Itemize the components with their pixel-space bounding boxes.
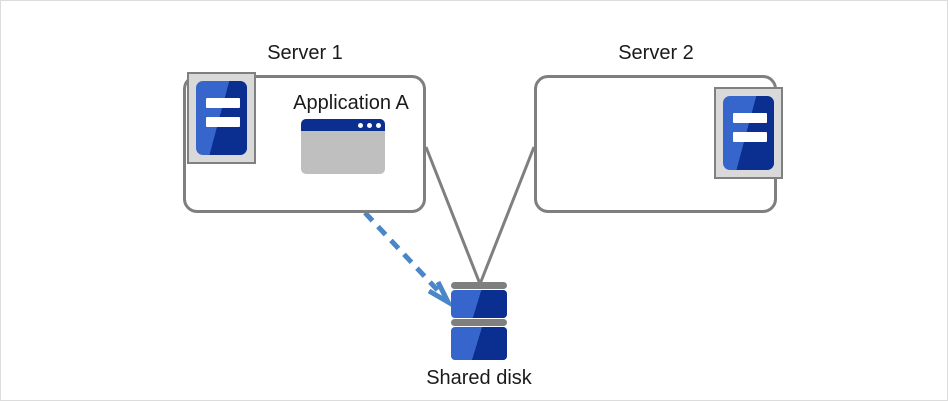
disk-platter-1: [451, 290, 507, 318]
window-dot-icon-1: [358, 123, 363, 128]
server-icon: [187, 72, 256, 164]
window-dot-icon-3: [376, 123, 381, 128]
disk-stack-icon[interactable]: [451, 282, 507, 360]
connector-server1-to-disk: [424, 146, 482, 285]
server2-title: Server 2: [618, 42, 694, 64]
server-icon-bar-1: [733, 113, 767, 123]
server-icon-bar-2: [733, 132, 767, 142]
server-icon: [714, 87, 783, 179]
disk-platter-2: [451, 327, 507, 360]
application-window-icon[interactable]: [301, 119, 385, 174]
application-a-title: Application A: [293, 92, 409, 114]
application-window-titlebar: [301, 119, 385, 131]
disk-bar-top: [451, 282, 507, 289]
disk-platter-2-shade: [451, 327, 507, 360]
disk-bar-middle: [451, 319, 507, 326]
window-dot-icon-2: [367, 123, 372, 128]
connector-server2-to-disk: [478, 146, 536, 285]
server-icon-card: [196, 81, 247, 155]
disk-platter-1-shade: [451, 290, 507, 318]
server1-title: Server 1: [267, 42, 343, 64]
server-icon-bar-2: [206, 117, 240, 127]
shared-disk-title: Shared disk: [426, 367, 532, 389]
server-icon-bar-1: [206, 98, 240, 108]
server-icon-card: [723, 96, 774, 170]
arrowhead-icon: [427, 280, 454, 309]
